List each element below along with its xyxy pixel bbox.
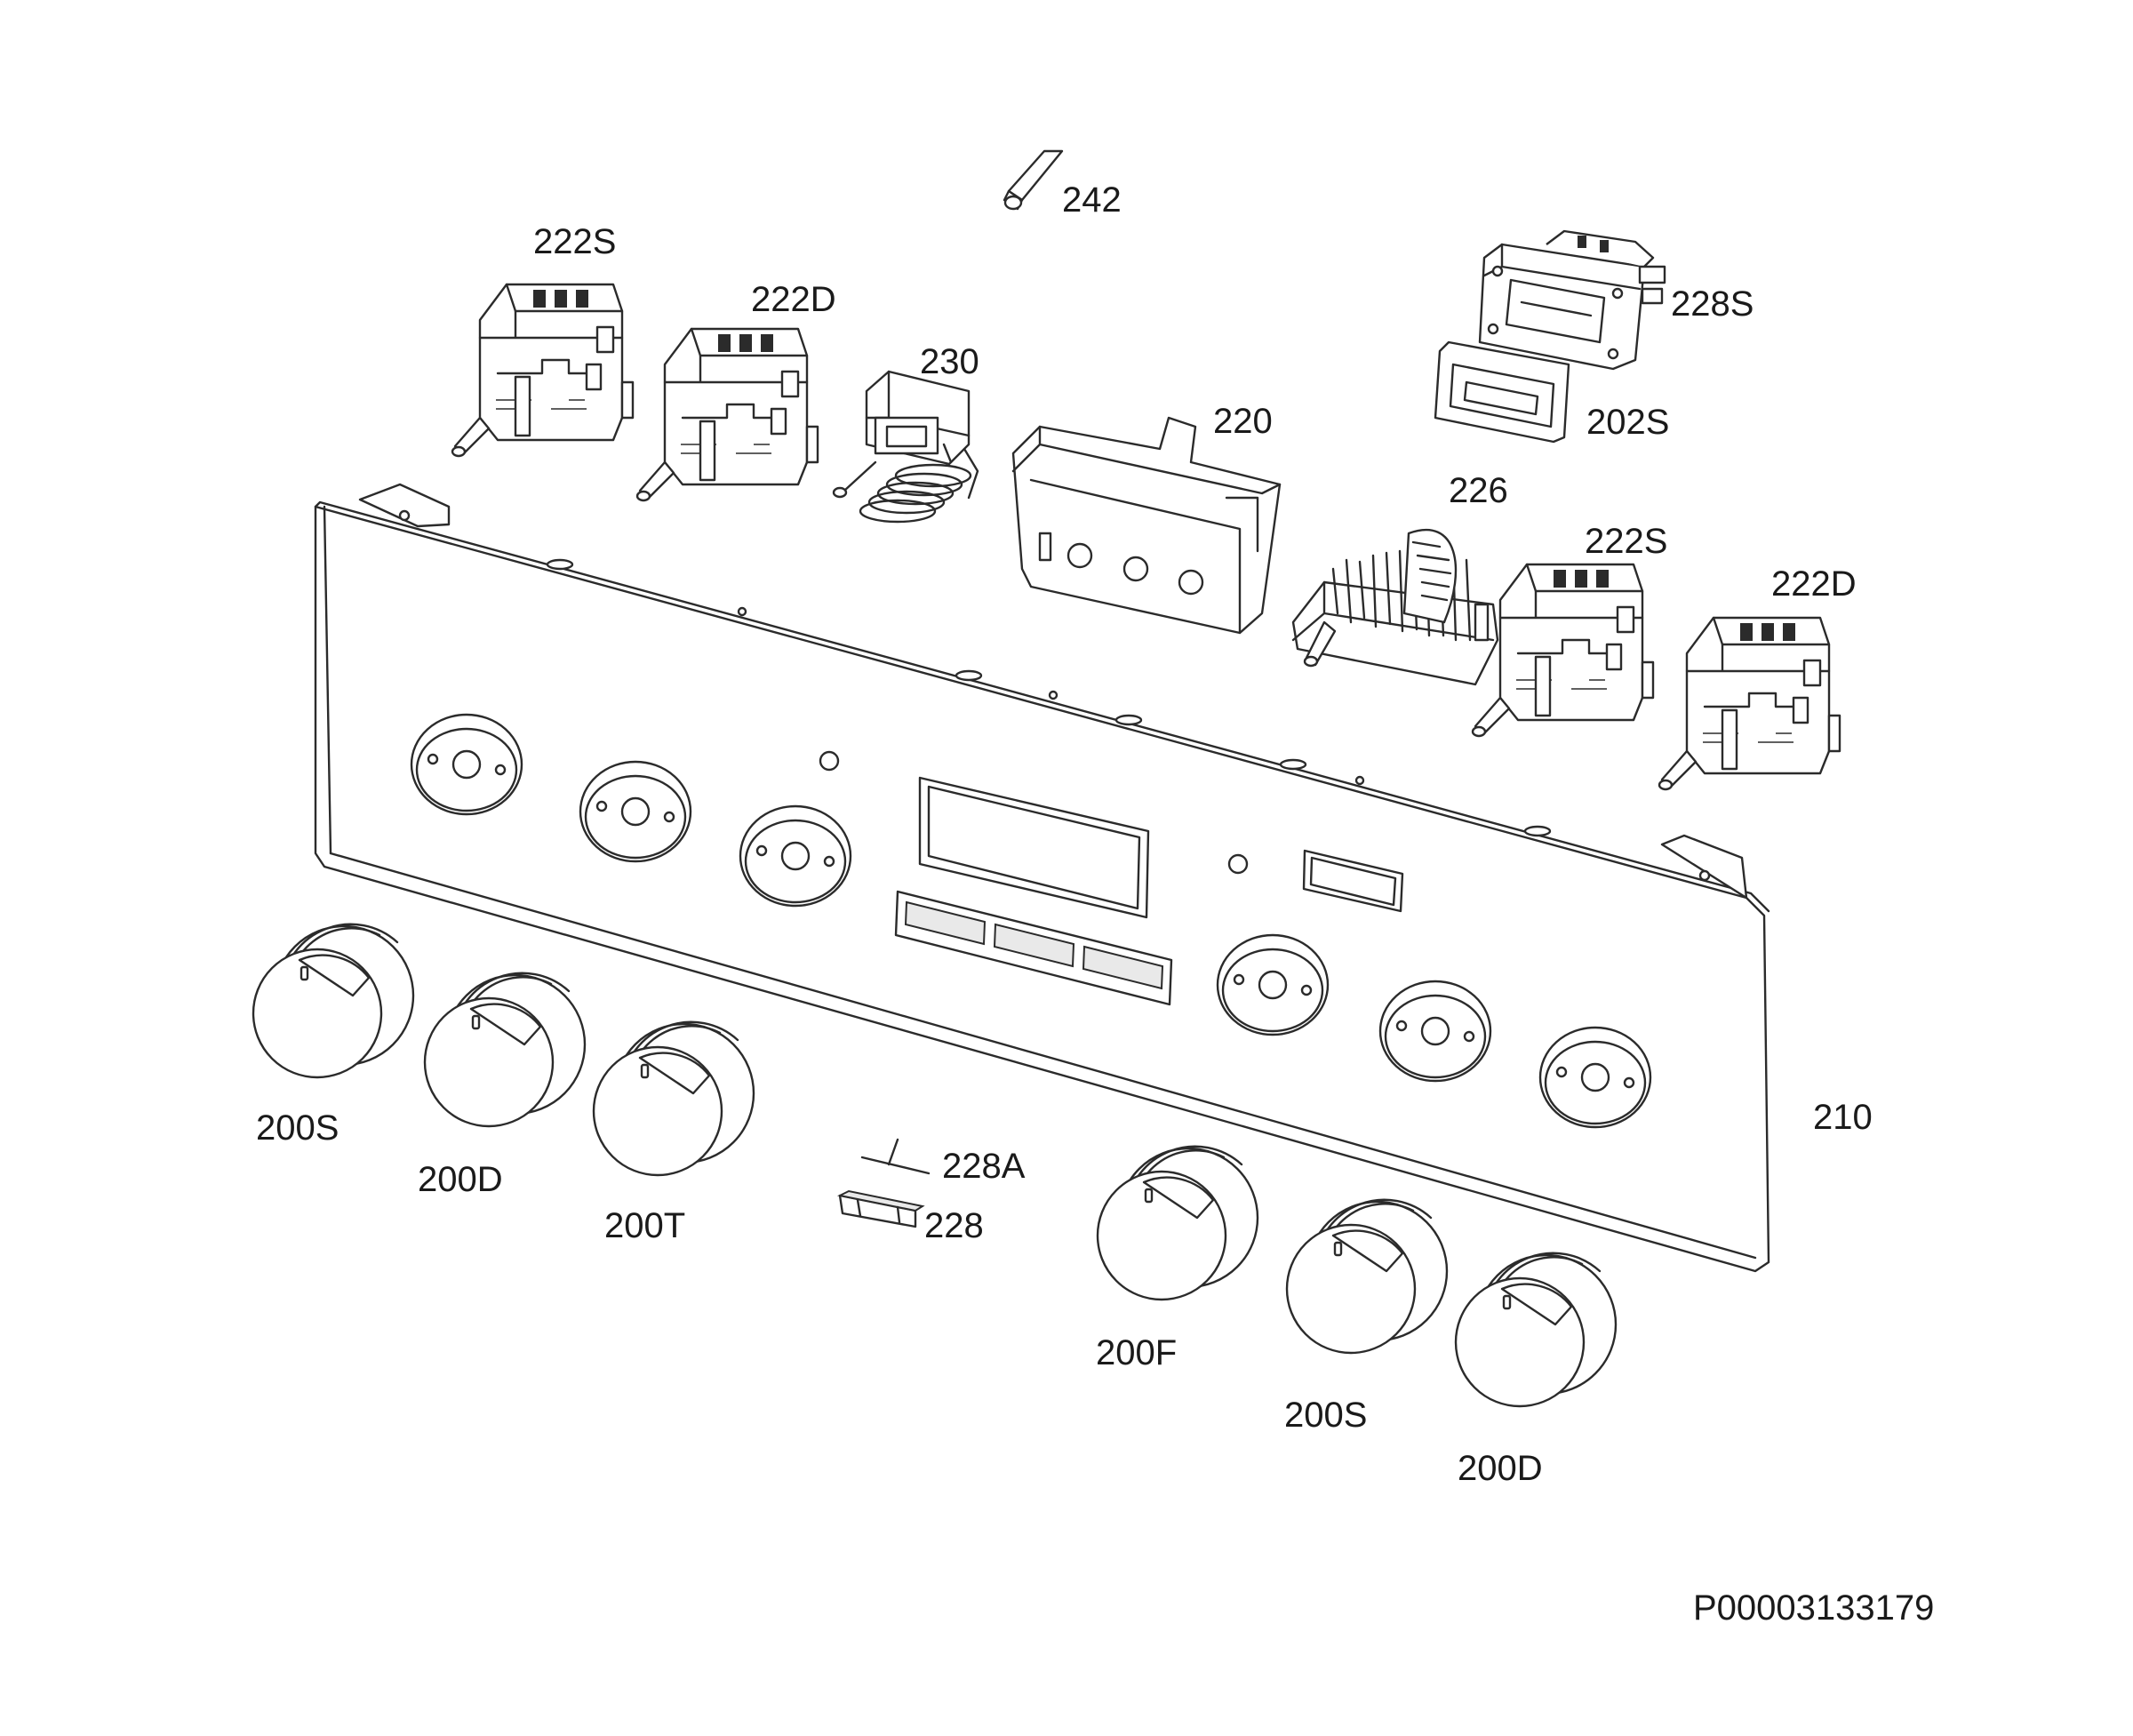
part-228-slider bbox=[836, 1189, 925, 1228]
label-228S: 228S bbox=[1671, 284, 1754, 324]
regulator-222S-top bbox=[451, 283, 635, 458]
part-226-selector-switch bbox=[1291, 528, 1499, 686]
label-222D-right: 222D bbox=[1771, 564, 1857, 604]
part-228A-pin bbox=[860, 1138, 931, 1175]
part-220-display-housing bbox=[1011, 416, 1282, 635]
label-200S-left: 200S bbox=[256, 1108, 339, 1148]
label-222S-right: 222S bbox=[1585, 522, 1667, 561]
regulator-222D-top bbox=[635, 327, 819, 502]
label-228A: 228A bbox=[942, 1147, 1026, 1186]
drawing-reference-number: P00003133179 bbox=[1693, 1588, 1934, 1628]
knob-200S-right bbox=[1285, 1198, 1449, 1355]
label-200T: 200T bbox=[604, 1206, 685, 1245]
knob-200D-left bbox=[423, 972, 587, 1128]
label-222D-top: 222D bbox=[751, 280, 836, 319]
label-242: 242 bbox=[1062, 180, 1122, 220]
label-222S-top: 222S bbox=[533, 222, 616, 261]
label-200S-right: 200S bbox=[1284, 1396, 1367, 1435]
knob-200S-left bbox=[252, 923, 415, 1079]
knob-200F bbox=[1096, 1145, 1259, 1301]
label-200D-left: 200D bbox=[418, 1160, 503, 1199]
label-228: 228 bbox=[924, 1206, 984, 1245]
part-230-thermostat bbox=[832, 370, 979, 524]
label-200D-right: 200D bbox=[1458, 1449, 1543, 1488]
regulator-222D-right bbox=[1658, 616, 1841, 791]
label-230: 230 bbox=[920, 342, 979, 381]
label-202S: 202S bbox=[1586, 403, 1669, 442]
knob-200T bbox=[592, 1020, 755, 1177]
regulator-222S-right bbox=[1471, 563, 1655, 738]
part-202S-gasket bbox=[1434, 340, 1570, 444]
label-200F: 200F bbox=[1096, 1333, 1177, 1372]
control-panel-210 bbox=[314, 483, 1770, 1273]
label-226: 226 bbox=[1449, 471, 1508, 510]
part-228S-switch bbox=[1478, 229, 1666, 371]
part-242-clip bbox=[1003, 149, 1064, 211]
knob-200D-right bbox=[1454, 1252, 1618, 1408]
label-210: 210 bbox=[1813, 1098, 1873, 1137]
label-220: 220 bbox=[1213, 402, 1273, 441]
